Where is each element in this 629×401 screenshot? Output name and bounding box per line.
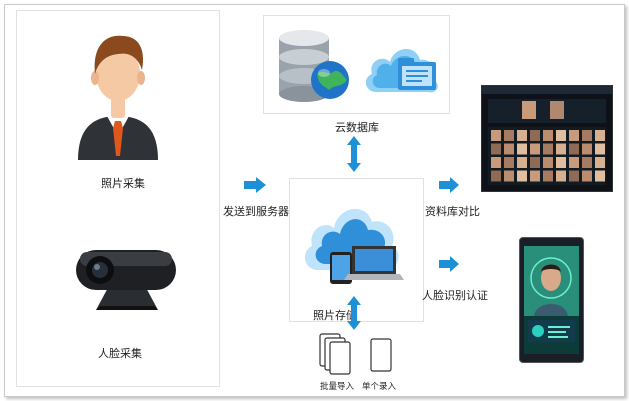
grid-thumbnail [517, 130, 527, 141]
grid-thumbnail [517, 143, 527, 155]
grid-thumbnail [543, 170, 553, 182]
grid-thumbnail [569, 157, 579, 168]
storage-entry-arrow [347, 296, 361, 330]
grid-thumbnail [530, 170, 540, 182]
grid-thumbnail [569, 170, 579, 182]
photo-grid-graphic [482, 86, 612, 185]
grid-thumbnail [595, 130, 605, 141]
businessman-icon [78, 35, 158, 160]
single-card-icon [370, 338, 392, 372]
grid-thumbnail [504, 143, 514, 155]
grid-thumbnail [556, 130, 566, 141]
db-compare-label: 资料库对比 [425, 205, 480, 218]
grid-thumbnail [595, 157, 605, 168]
tablet-screen-graphic [524, 246, 579, 354]
grid-thumbnail [504, 130, 514, 141]
batch-import-label: 批量导入 [320, 382, 355, 392]
grid-thumbnail [491, 130, 501, 141]
grid-thumbnail [543, 157, 553, 168]
single-entry-label: 单个录入 [362, 382, 397, 392]
grid-thumbnail [582, 170, 592, 182]
grid-thumbnail [504, 157, 514, 168]
grid-thumbnail [582, 130, 592, 141]
photo-stack-icon [319, 333, 351, 375]
photo-collect-label: 照片采集 [101, 177, 145, 190]
grid-thumbnail [595, 170, 605, 182]
cloud-db-label: 云数据库 [335, 121, 379, 134]
grid-thumbnail [491, 157, 501, 168]
comparison-screen-thumbnail [481, 85, 613, 192]
grid-thumbnail [530, 143, 540, 155]
database-globe-icon [279, 30, 349, 102]
compare-arrow [439, 177, 459, 193]
grid-thumbnail [530, 157, 540, 168]
face-recognition-tablet [519, 237, 584, 363]
grid-thumbnail [582, 157, 592, 168]
grid-thumbnail [543, 130, 553, 141]
grid-thumbnail [530, 130, 540, 141]
grid-thumbnail [517, 170, 527, 182]
grid-thumbnail [595, 143, 605, 155]
grid-thumbnail [491, 143, 501, 155]
grid-thumbnail [491, 170, 501, 182]
grid-thumbnail [556, 157, 566, 168]
auth-arrow [439, 256, 459, 272]
grid-thumbnail [569, 143, 579, 155]
webcam-icon [76, 250, 176, 310]
send-server-label: 发送到服务器 [223, 205, 289, 218]
grid-thumbnail [517, 157, 527, 168]
grid-thumbnail [543, 143, 553, 155]
face-collect-label: 人脸采集 [98, 347, 142, 360]
grid-thumbnail [569, 130, 579, 141]
db-storage-arrow [347, 136, 361, 172]
cloud-folder-icon [365, 48, 438, 93]
send-arrow [244, 177, 266, 193]
grid-thumbnail [556, 170, 566, 182]
grid-thumbnail [556, 143, 566, 155]
grid-thumbnail [582, 143, 592, 155]
face-auth-label: 人脸识别认证 [422, 289, 488, 302]
grid-thumbnail [504, 170, 514, 182]
cloud-devices-icon [304, 209, 404, 284]
photo-storage-label: 照片存储 [313, 309, 357, 322]
